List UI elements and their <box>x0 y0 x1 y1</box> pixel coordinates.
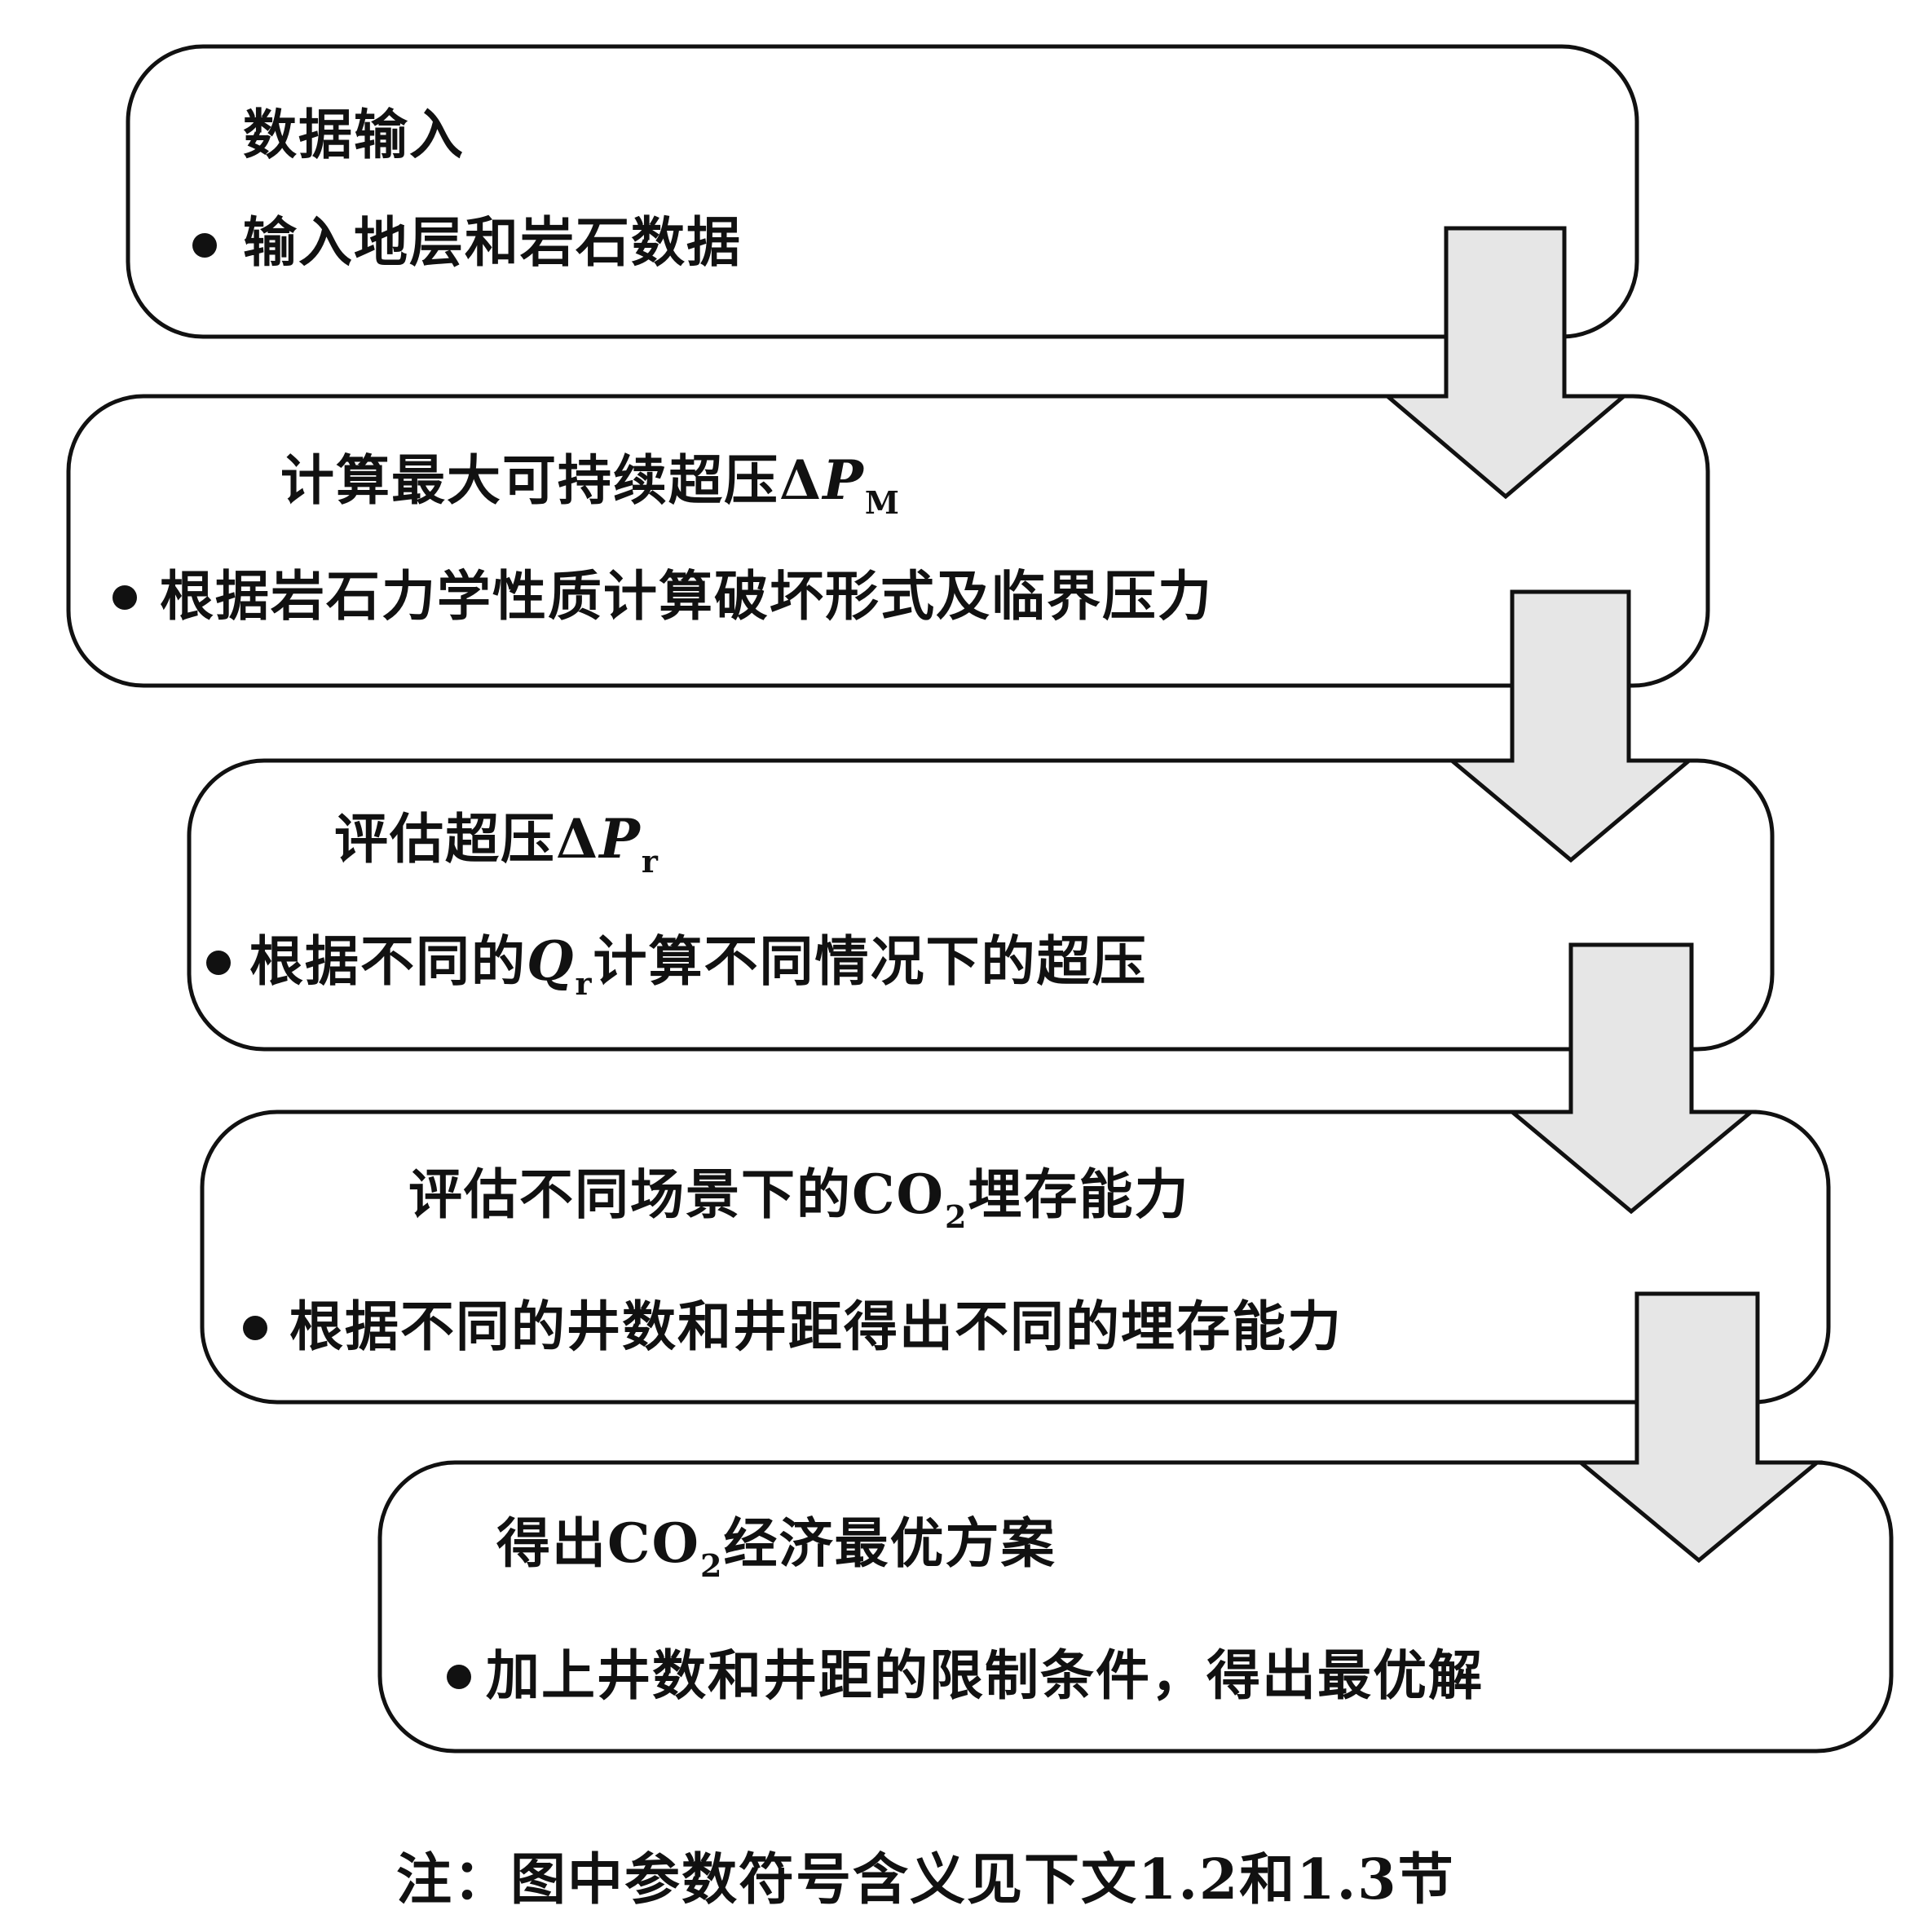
pressure-symbol: P <box>599 807 642 871</box>
delta-symbol: Δ <box>779 448 823 512</box>
bullet-icon <box>243 1316 267 1340</box>
subscript-2: 2 <box>945 1198 968 1235</box>
step-box-3 <box>187 758 1775 1052</box>
step-2-title-text: 计算最大可持续超压 <box>280 448 779 512</box>
subscript-m: M <box>864 484 901 521</box>
step-box-4 <box>200 1109 1831 1405</box>
step-box-2 <box>66 394 1710 688</box>
step-4-title: 评估不同场景下的CO2埋存能力 <box>408 1167 1189 1233</box>
step-5-bullet-label: 加上井数和井距的限制条件，得出最优解 <box>486 1643 1484 1707</box>
bullet-icon <box>112 585 137 610</box>
step-box-1 <box>126 44 1639 339</box>
down-arrow-icon-4 <box>1575 1291 1823 1564</box>
subscript-r: r <box>641 843 659 880</box>
step-3-title: 评估超压ΔPr <box>334 812 659 877</box>
step-5-bullet-text: 加上井数和井距的限制条件，得出最优解 <box>486 1648 1484 1702</box>
bullet-icon <box>206 951 231 975</box>
step-5-title-prefix: 得出CO <box>496 1511 701 1575</box>
step-1-title-text: 数据输入 <box>243 103 465 166</box>
step-box-5 <box>377 1460 1894 1754</box>
step-4-bullet-text: 根据不同的井数和井距得出不同的埋存能力 <box>289 1299 1343 1353</box>
step-1-title: 数据输入 <box>243 108 465 161</box>
delta-symbol: Δ <box>556 807 600 871</box>
step-2-bullet-text: 根据岩石力学性质计算破坏形式及临界压力 <box>160 569 1213 623</box>
step-1-bullet-label: 输入地层和岩石数据 <box>243 210 742 274</box>
step-4-title-suffix: 埋存能力 <box>968 1162 1190 1226</box>
flow-rate-symbol: Q <box>527 929 576 993</box>
subscript-r: r <box>575 965 593 1002</box>
down-arrow-icon-1 <box>1382 226 1630 500</box>
down-arrow-icon-2 <box>1446 589 1695 863</box>
step-2-bullet-label: 根据岩石力学性质计算破坏形式及临界压力 <box>160 564 1213 628</box>
figure-note: 注：图中参数符号含义见下文1.2和1.3节 <box>396 1847 1455 1912</box>
step-3-bullet-suffix: 计算不同情况下的超压 <box>593 929 1148 993</box>
step-2-title: 计算最大可持续超压ΔPM <box>280 453 901 518</box>
step-3-bullet-prefix: 根据不同的 <box>249 929 527 993</box>
down-arrow-icon-3 <box>1506 942 1757 1215</box>
pressure-symbol: P <box>823 448 865 512</box>
step-5-title: 得出CO2经济最优方案 <box>496 1516 1056 1582</box>
step-4-bullet-label: 根据不同的井数和井距得出不同的埋存能力 <box>289 1295 1343 1358</box>
step-3-title-text: 评估超压 <box>334 807 556 871</box>
step-1-bullet-text: 输入地层和岩石数据 <box>243 215 742 269</box>
subscript-2: 2 <box>700 1547 724 1584</box>
bullet-icon <box>447 1665 471 1689</box>
step-3-bullet-text: 根据不同的Qr计算不同情况下的超压 <box>249 934 1148 999</box>
bullet-icon <box>192 233 217 258</box>
step-5-title-suffix: 经济最优方案 <box>723 1511 1056 1575</box>
step-4-title-prefix: 评估不同场景下的CO <box>408 1162 946 1226</box>
